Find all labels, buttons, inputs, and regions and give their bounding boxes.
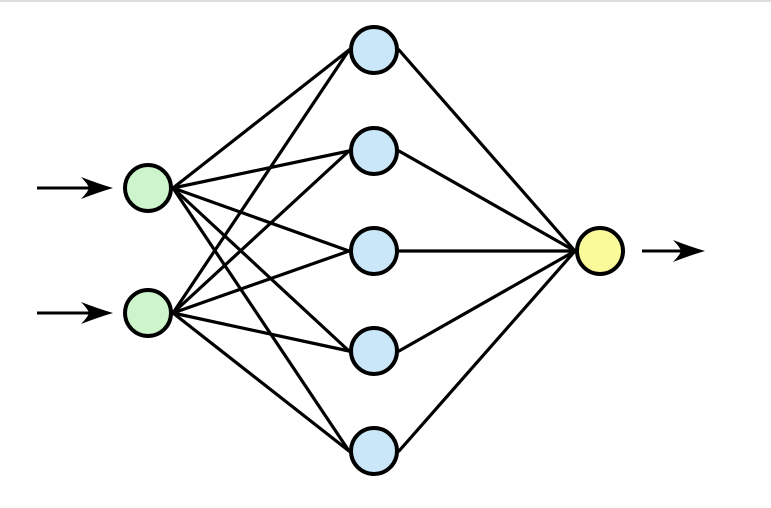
edge-input1-hidden4 (171, 186, 351, 353)
edge-input2-hidden3 (171, 249, 351, 315)
edge-hidden1-output1 (397, 48, 577, 253)
hidden-node-5 (349, 426, 399, 476)
hidden-node-3 (349, 226, 399, 276)
hidden-node-1 (349, 25, 399, 75)
edge-input1-hidden2 (171, 149, 351, 190)
edge-hidden4-output1 (397, 249, 577, 353)
edge-input2-hidden1 (171, 48, 351, 315)
edge-hidden2-output1 (397, 149, 577, 253)
input-node-2 (123, 288, 173, 338)
input-node-1 (123, 163, 173, 213)
hidden-node-4 (349, 326, 399, 376)
edge-input2-hidden5 (171, 311, 351, 453)
top-edge-divider (0, 0, 771, 2)
edge-input1-hidden5 (171, 186, 351, 453)
edge-input1-hidden1 (171, 48, 351, 190)
input-arrow-1-head-icon (81, 177, 113, 199)
edge-input1-hidden3 (171, 186, 351, 253)
hidden-node-2 (349, 126, 399, 176)
input-arrow-2-head-icon (81, 302, 113, 324)
output-node-1 (575, 226, 625, 276)
edge-input2-hidden2 (171, 149, 351, 315)
edge-hidden5-output1 (397, 249, 577, 453)
edge-input2-hidden4 (171, 311, 351, 353)
output-arrow-head-icon (673, 240, 705, 262)
